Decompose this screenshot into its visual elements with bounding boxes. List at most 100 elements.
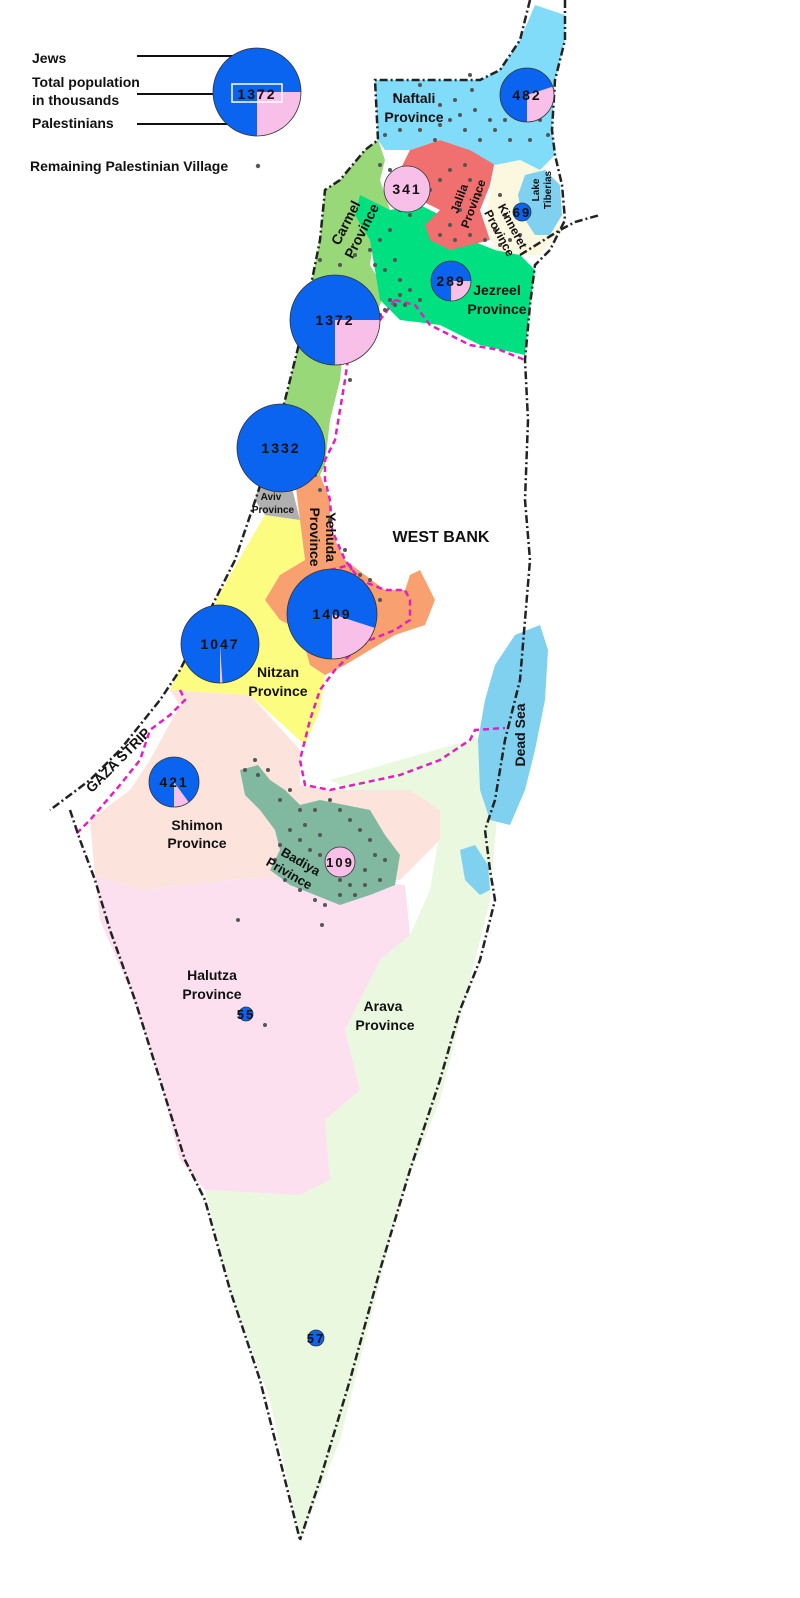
village-dot: [508, 138, 512, 142]
pie-badiya-base: [325, 847, 355, 877]
pie-jezreel-outline: [430, 260, 472, 302]
pie-badiya-total: 109: [326, 855, 354, 870]
village-dot: [458, 208, 462, 212]
legend-total-label-2: in thousands: [32, 92, 119, 108]
pie-arava[interactable]: 57: [307, 1329, 325, 1347]
lake-tiberias-label-1: Lake: [531, 178, 542, 201]
pie-shimon-total: 421: [159, 774, 188, 790]
village-dot: [383, 858, 387, 862]
arava-province-region[interactable]: [205, 730, 505, 1540]
village-dot: [503, 118, 507, 122]
village-dot: [328, 798, 332, 802]
international-border: [49, 0, 601, 1541]
village-dot: [338, 263, 342, 267]
pie-nitzan[interactable]: 1047: [180, 604, 260, 684]
village-dot: [328, 518, 332, 522]
village-dot: [493, 128, 497, 132]
village-dot: [278, 798, 282, 802]
aviv-label-1: Aviv: [261, 492, 282, 503]
village-dot: [298, 808, 302, 812]
pie-kinneret-base: [513, 203, 531, 221]
village-dot: [418, 83, 422, 87]
village-dot: [448, 118, 452, 122]
pie-carmel-minor-slice: [335, 320, 380, 365]
pie-halutza-base: [239, 1007, 253, 1021]
pie-jezreel[interactable]: 289: [430, 260, 472, 302]
naftali-province-region[interactable]: [375, 5, 565, 170]
village-dot: [378, 238, 382, 242]
village-dot: [318, 833, 322, 837]
village-dot: [283, 878, 287, 882]
village-dot: [383, 308, 387, 312]
village-dot: [320, 923, 324, 927]
pie-halutza[interactable]: 55: [237, 1006, 255, 1022]
village-dot: [470, 88, 474, 92]
jezreel-label-2: Province: [467, 301, 526, 317]
village-dot: [478, 193, 482, 197]
village-dot: [438, 233, 442, 237]
legend-example-total: 1372: [237, 86, 276, 102]
pie-jezreel-total: 289: [436, 273, 465, 289]
pie-nitzan-total: 1047: [200, 636, 239, 652]
pie-jalila[interactable]: 341: [383, 165, 431, 213]
legend: Jews Total population in thousands Pales…: [30, 47, 302, 174]
pie-arava-base: [308, 1330, 324, 1346]
nitzan-label-2: Province: [248, 683, 307, 699]
village-dot: [453, 238, 457, 242]
village-dot: [288, 788, 292, 792]
village-dot: [298, 838, 302, 842]
village-dot: [546, 133, 550, 137]
pie-badiya[interactable]: 109: [324, 846, 356, 878]
village-dot: [313, 898, 317, 902]
legend-pie-chart-minor-slice: [257, 92, 301, 136]
pie-jezreel-minor-slice: [451, 281, 471, 301]
pie-kinneret[interactable]: 69: [512, 202, 532, 222]
village-dot: [313, 808, 317, 812]
village-dot: [453, 98, 457, 102]
village-dot: [463, 128, 467, 132]
pie-naftali[interactable]: 482: [499, 67, 555, 123]
legend-village-dot: [255, 163, 261, 169]
halutza-label-2: Province: [182, 986, 241, 1002]
pie-carmel-outline: [289, 274, 381, 366]
village-dot: [398, 128, 402, 132]
pie-dan-outline: [236, 403, 326, 493]
village-dot: [388, 298, 392, 302]
lake-tiberias-label-2: Tiberias: [543, 170, 554, 209]
jalila-province-region[interactable]: [400, 140, 495, 250]
pie-jalila-outline: [383, 165, 431, 213]
village-dot: [393, 93, 397, 97]
pie-yehuda-minor-slice: [332, 614, 375, 659]
pie-yehuda[interactable]: 1409: [286, 568, 378, 660]
pie-naftali-outline: [499, 67, 555, 123]
pie-shimon[interactable]: 421: [148, 756, 200, 808]
village-dot: [368, 248, 372, 252]
halutza-province-region[interactable]: [95, 875, 410, 1195]
pie-kinneret-total: 69: [513, 205, 531, 220]
west-bank-label: WEST BANK: [393, 529, 490, 546]
village-dot: [373, 263, 377, 267]
village-dot: [378, 163, 382, 167]
village-dot: [368, 838, 372, 842]
village-dot: [318, 488, 322, 492]
village-dot: [256, 773, 260, 777]
shimon-label-2: Province: [167, 835, 226, 851]
village-dot: [378, 598, 382, 602]
legend-pie-chart[interactable]: [212, 47, 302, 137]
village-dot: [318, 258, 322, 262]
pie-yehuda-total: 1409: [312, 606, 351, 622]
village-dot: [253, 758, 257, 762]
yehuda-label-2: Province: [307, 507, 323, 566]
pie-carmel[interactable]: 1372: [289, 274, 381, 366]
pie-nitzan-outline: [180, 604, 260, 684]
nitzan-label-1: Nitzan: [257, 664, 299, 680]
village-dot: [288, 828, 292, 832]
village-dot: [418, 298, 422, 302]
village-dot: [353, 253, 357, 257]
village-dot: [518, 233, 522, 237]
village-dot: [393, 303, 397, 307]
pie-arava-outline: [307, 1329, 325, 1347]
village-dot: [373, 853, 377, 857]
pie-dan[interactable]: 1332: [236, 403, 326, 493]
